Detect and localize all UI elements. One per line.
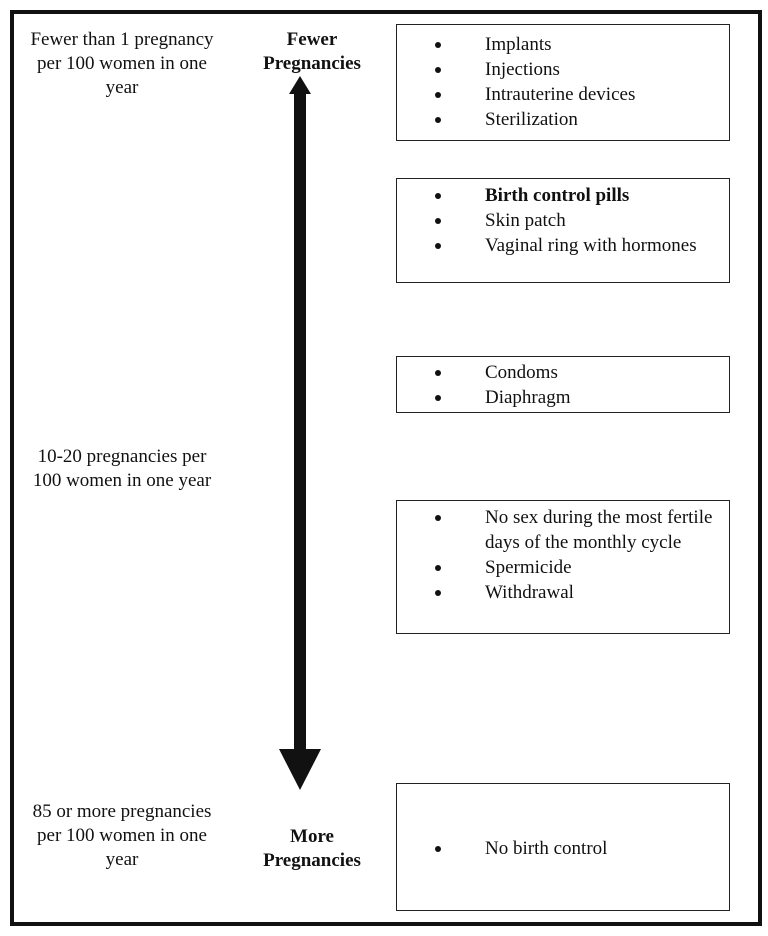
bullet-icon xyxy=(435,370,441,376)
method-box-5: No birth control xyxy=(396,783,730,911)
rate-label-middle: 10-20 pregnancies per 100 women in one y… xyxy=(32,446,212,491)
arrow-head-down xyxy=(279,749,321,790)
list-item: Skin patch xyxy=(397,208,729,233)
bullet-icon xyxy=(435,395,441,401)
bullet-icon xyxy=(435,565,441,571)
effectiveness-arrow xyxy=(279,76,321,790)
bullet-icon xyxy=(435,67,441,73)
bullet-icon xyxy=(435,117,441,123)
list-item: Spermicide xyxy=(397,555,729,580)
rate-label-top: Fewer than 1 pregnancy per 100 women in … xyxy=(30,29,214,98)
rate-label-bottom: 85 or more pregnancies per 100 women in … xyxy=(32,801,212,870)
method-box-4: No sex during the most fertile days of t… xyxy=(396,500,730,634)
bullet-icon xyxy=(435,42,441,48)
bullet-icon xyxy=(435,846,441,852)
bullet-icon xyxy=(435,193,441,199)
list-item: No birth control xyxy=(397,836,729,861)
method-box-1: Implants Injections Intrauterine devices… xyxy=(396,24,730,141)
list-item: Withdrawal xyxy=(397,580,729,605)
arrow-shaft xyxy=(294,92,306,752)
list-item: Intrauterine devices xyxy=(397,82,729,107)
list-item: Condoms xyxy=(397,360,729,385)
list-item: Sterilization xyxy=(397,107,729,132)
list-item: Injections xyxy=(397,57,729,82)
bullet-icon xyxy=(435,243,441,249)
list-item: No sex during the most fertile days of t… xyxy=(397,505,729,555)
list-item: Vaginal ring with hormones xyxy=(397,233,729,258)
bullet-icon xyxy=(435,218,441,224)
list-item: Diaphragm xyxy=(397,385,729,410)
bullet-icon xyxy=(435,92,441,98)
method-box-3: Condoms Diaphragm xyxy=(396,356,730,413)
arrow-head-up xyxy=(289,76,311,94)
bullet-icon xyxy=(435,515,441,521)
list-item: Birth control pills xyxy=(397,183,729,208)
fewer-pregnancies-label: Fewer Pregnancies xyxy=(263,29,361,74)
bullet-icon xyxy=(435,590,441,596)
list-item: Implants xyxy=(397,32,729,57)
method-box-2: Birth control pills Skin patch Vaginal r… xyxy=(396,178,730,283)
diagram-frame: Fewer than 1 pregnancy per 100 women in … xyxy=(10,10,762,926)
more-pregnancies-label: More Pregnancies xyxy=(263,826,361,871)
